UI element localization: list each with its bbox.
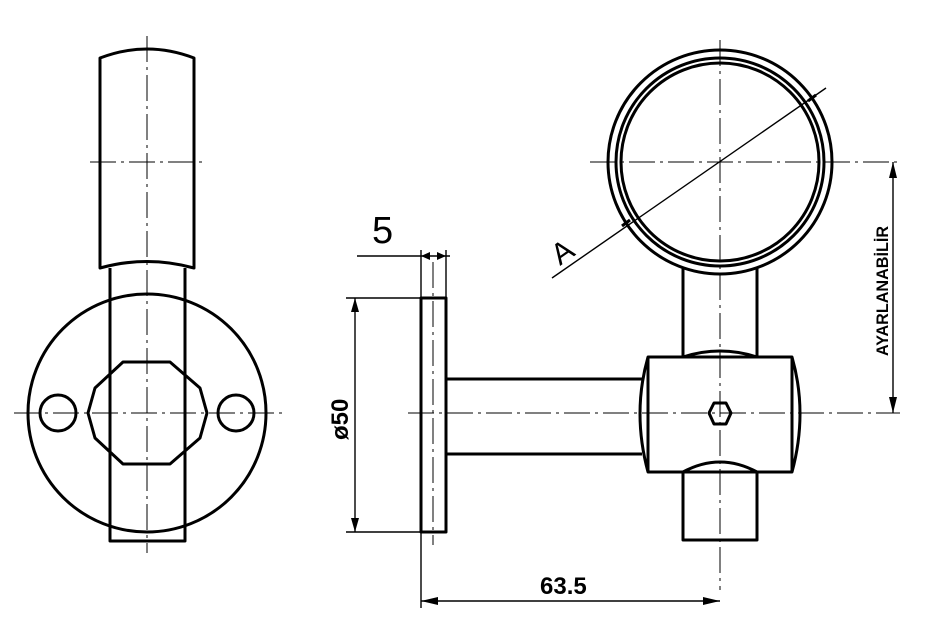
flange-plate — [419, 296, 448, 534]
offset-label: 63.5 — [540, 573, 587, 600]
horizontal-arm — [446, 377, 642, 456]
section-marker: A — [545, 87, 827, 279]
vertical-stem — [108, 268, 187, 543]
diameter-label: ø50 — [327, 399, 354, 440]
side-view — [408, 40, 900, 590]
set-screw — [707, 401, 733, 426]
dimension-offset: 63.5 — [420, 532, 720, 608]
lower-stem — [681, 460, 759, 542]
front-view — [14, 36, 282, 553]
center-hub — [86, 360, 209, 466]
adjustable-label: AYARLANABİLİR — [873, 226, 892, 356]
tube-cap — [98, 47, 196, 270]
thickness-label: 5 — [372, 210, 393, 252]
section-label: A — [545, 233, 580, 272]
dimension-adjustable: AYARLANABİLİR — [873, 162, 897, 413]
upper-stem — [681, 268, 759, 359]
dimension-diameter: ø50 — [327, 297, 421, 533]
dimension-thickness: 5 — [357, 210, 450, 298]
